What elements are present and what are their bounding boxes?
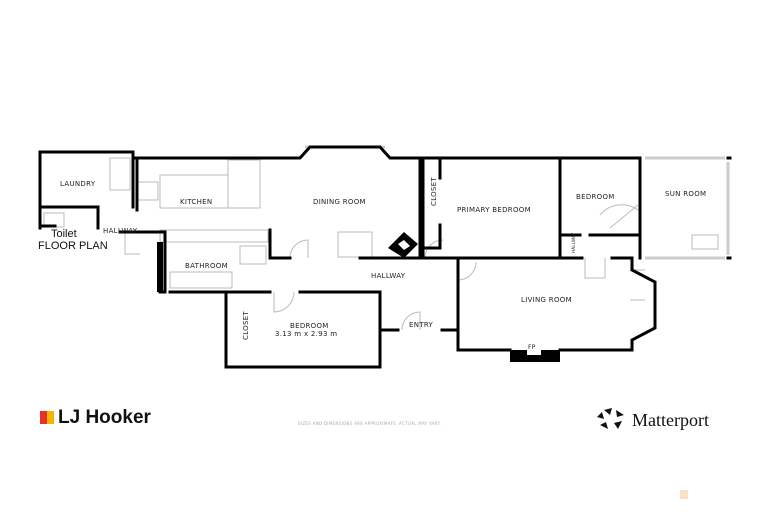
- disclaimer: SIZES AND DIMENSIONS ARE APPROXIMATE, AC…: [298, 421, 442, 426]
- label-laundry: LAUNDRY: [60, 180, 96, 188]
- label-bedroom: BEDROOM: [290, 322, 329, 330]
- label-toilet: Toilet: [51, 228, 77, 240]
- label-bedroom-2: BEDROOM: [576, 193, 615, 201]
- label-dining-room: DINING ROOM: [313, 198, 366, 206]
- label-living-room: LIVING ROOM: [521, 296, 572, 304]
- label-hallway: HALLWAY: [371, 272, 406, 280]
- walls: [38, 145, 732, 369]
- label-hallway-tiny: HALLWAY: [571, 232, 576, 253]
- label-bedroom-size: 3.13 m x 2.93 m: [275, 330, 337, 338]
- fixtures: [43, 157, 719, 331]
- provider-name: Matterport: [632, 410, 709, 430]
- label-entry: ENTRY: [409, 321, 434, 329]
- corner-mark: [680, 490, 688, 499]
- label-hallway-small: HALLWAY: [103, 227, 138, 235]
- label-bathroom: BATHROOM: [185, 262, 228, 270]
- label-closet-bedroom: CLOSET: [242, 311, 250, 340]
- agency-name: LJ Hooker: [58, 407, 151, 428]
- fireplace: [510, 350, 560, 362]
- label-fireplace: FP: [528, 344, 536, 351]
- floor-plan-title: FLOOR PLAN: [38, 240, 108, 252]
- label-closet-primary: CLOSET: [430, 177, 438, 206]
- compass-icon: [388, 232, 418, 258]
- matterport-logo-icon: [597, 408, 624, 429]
- label-primary-bedroom: PRIMARY BEDROOM: [457, 206, 531, 214]
- room-labels: LAUNDRY Toilet HALLWAY FLOOR PLAN KITCHE…: [38, 177, 706, 351]
- label-sun-room: SUN ROOM: [665, 190, 706, 198]
- label-kitchen: KITCHEN: [180, 198, 212, 206]
